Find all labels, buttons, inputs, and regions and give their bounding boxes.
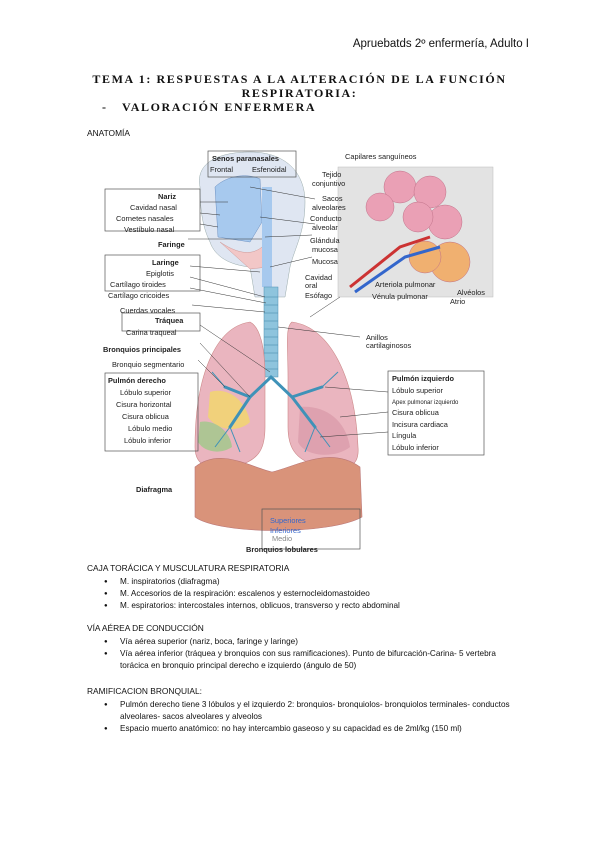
- subtitle-dash: -: [102, 100, 108, 114]
- left-lobe-lower: [298, 406, 350, 455]
- label-inferiores: Inferiores: [270, 526, 301, 535]
- label-esfenoidal: Esfenoidal: [252, 165, 287, 174]
- label-oral: oral: [305, 281, 318, 290]
- label-cisura-horizontal: Cisura horizontal: [116, 400, 172, 409]
- label-cisura-oblicua-i: Cisura oblicua: [392, 408, 440, 417]
- label-senos: Senos paranasales: [212, 154, 279, 163]
- label-diafragma: Diafragma: [136, 485, 173, 494]
- label-bronquios-principales: Bronquios principales: [103, 345, 181, 354]
- list-item: Vía aérea inferior (tráquea y bronquios …: [104, 648, 516, 672]
- list-item: M. espiratorios: intercostales internos,…: [104, 600, 484, 612]
- label-vestibulo: Vestíbulo nasal: [124, 225, 174, 234]
- label-cartilaginosos: cartilaginosos: [366, 341, 411, 350]
- label-alveolar: alveolar: [312, 223, 338, 232]
- label-anillos: Anillos: [366, 333, 388, 342]
- alveoli-clusters: [365, 170, 471, 283]
- via-list: Vía aérea superior (nariz, boca, faringe…: [104, 636, 516, 672]
- label-superiores: Superiores: [270, 516, 306, 525]
- page-header: Apruebatds 2º enfermería, Adulto I: [352, 38, 529, 50]
- lung-lobe-green: [198, 421, 232, 452]
- title-line-2: RESPIRATORIA:: [241, 86, 358, 100]
- label-nariz: Nariz: [158, 192, 176, 201]
- label-atrio: Atrio: [450, 297, 465, 306]
- label-lobulo-superior-d: Lóbulo superior: [120, 388, 171, 397]
- label-glandula: Glándula: [310, 236, 340, 245]
- via-heading: VÍA AÉREA DE CONDUCCIÓN: [87, 623, 204, 633]
- list-item: Pulmón derecho tiene 3 lóbulos y el izqu…: [104, 699, 516, 723]
- label-lingula: Língula: [392, 431, 417, 440]
- label-pulmon-izquierdo: Pulmón izquierdo: [392, 374, 454, 383]
- lung-lobe-yellow: [208, 390, 250, 429]
- label-apex: Apex pulmonar izquierdo: [392, 400, 459, 406]
- label-faringe: Faringe: [158, 240, 185, 249]
- nasal-cavity: [214, 175, 263, 243]
- pulmonary-vessels: [349, 235, 431, 289]
- ramificacion-list: Pulmón derecho tiene 3 lóbulos y el izqu…: [104, 699, 516, 735]
- label-laringe: Laringe: [152, 258, 179, 267]
- diaphragm-shape: [194, 457, 363, 531]
- document-title: TEMA 1: RESPUESTAS A LA ALTERACIÓN DE LA…: [0, 72, 599, 100]
- list-item: M. Accesorios de la respiración: escalen…: [104, 588, 484, 600]
- label-incisura: Incisura cardiaca: [392, 420, 449, 429]
- label-carina: Carina traqueal: [126, 328, 177, 337]
- label-bronquio-segmentario: Bronquio segmentario: [112, 360, 184, 369]
- subtitle-text: VALORACIÓN ENFERMERA: [122, 100, 317, 114]
- label-mucosa-g: mucosa: [312, 245, 339, 254]
- label-capilares: Capilares sanguíneos: [345, 152, 417, 161]
- label-sacos: Sacos: [322, 194, 343, 203]
- label-conducto: Conducto: [310, 214, 342, 223]
- label-alveolos: Alvéolos: [457, 288, 485, 297]
- label-arteriola: Arteriola pulmonar: [375, 280, 436, 289]
- caja-heading: CAJA TORÁCICA Y MUSCULATURA RESPIRATORIA: [87, 563, 290, 573]
- label-traquea: Tráquea: [155, 316, 184, 325]
- respiratory-anatomy-figure: Senos paranasales Frontal Esfenoidal Nar…: [103, 150, 494, 554]
- label-cricoides: Cartílago cricoides: [108, 291, 170, 300]
- label-mucosa: Mucosa: [312, 257, 339, 266]
- label-tiroides: Cartílago tiroides: [110, 280, 166, 289]
- label-epiglotis: Epiglotis: [146, 269, 174, 278]
- label-frontal: Frontal: [210, 165, 233, 174]
- label-cavidad-oral: Cavidad: [305, 273, 332, 282]
- label-lobulo-superior-i: Lóbulo superior: [392, 386, 443, 395]
- label-alveolares: alveolares: [312, 203, 346, 212]
- label-tejido: Tejido: [322, 170, 341, 179]
- anatomy-heading: ANATOMÍA: [87, 128, 130, 138]
- title-line-1: TEMA 1: RESPUESTAS A LA ALTERACIÓN DE LA…: [92, 72, 507, 86]
- label-bronquios-lobulares: Bronquios lobulares: [246, 545, 318, 554]
- label-pulmon-derecho: Pulmón derecho: [108, 376, 166, 385]
- label-lobulo-inferior-d: Lóbulo inferior: [124, 436, 171, 445]
- label-lobulo-medio: Lóbulo medio: [128, 424, 172, 433]
- label-cavidad-nasal: Cavidad nasal: [130, 203, 177, 212]
- caja-list: M. inspiratorios (diafragma) M. Accesori…: [104, 576, 484, 612]
- trachea-shape: [263, 286, 279, 378]
- label-cuerdas: Cuerdas vocales: [120, 306, 175, 315]
- label-cisura-oblicua-d: Cisura oblicua: [122, 412, 170, 421]
- label-lobulo-inferior-i: Lóbulo inferior: [392, 443, 439, 452]
- list-item: Vía aérea superior (nariz, boca, faringe…: [104, 636, 516, 648]
- list-item: M. inspiratorios (diafragma): [104, 576, 484, 588]
- label-cornetes: Cornetes nasales: [116, 214, 174, 223]
- label-conjuntivo: conjuntivo: [312, 179, 345, 188]
- list-item: Espacio muerto anatómico: no hay interca…: [104, 723, 516, 735]
- ramificacion-heading: RAMIFICACION BRONQUIAL:: [87, 686, 202, 696]
- label-venula: Vénula pulmonar: [372, 292, 428, 301]
- label-esofago: Esófago: [305, 291, 332, 300]
- label-medio: Medio: [272, 534, 292, 543]
